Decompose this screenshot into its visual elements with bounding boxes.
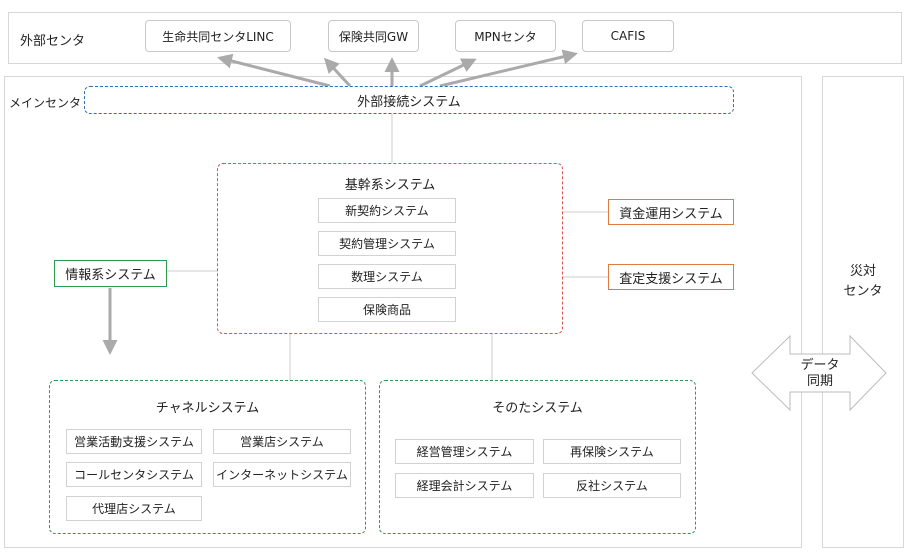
reinsurance-system: 再保険システム bbox=[543, 439, 681, 464]
arrow-to-insurance-gw bbox=[323, 57, 352, 88]
arrow-to-linc bbox=[217, 53, 331, 88]
arrow-to-cafis bbox=[439, 49, 578, 88]
external-center-label: 外部センタ bbox=[20, 34, 86, 49]
disaster-center-label: 災対 センタ bbox=[822, 262, 904, 302]
business-management-system: 経営管理システム bbox=[395, 439, 534, 464]
information-system: 情報系システム bbox=[54, 260, 167, 287]
mpn-center-box: MPNセンタ bbox=[455, 20, 556, 52]
data-sync-line1: データ bbox=[800, 358, 840, 373]
actuarial-system: 数理システム bbox=[318, 264, 456, 289]
insurance-gw-box: 保険共同GW bbox=[328, 20, 419, 52]
channel-system-title: チャネルシステム bbox=[155, 401, 260, 416]
other-system-title: そのたシステム bbox=[492, 401, 583, 416]
arrow-to-mpn-center bbox=[419, 58, 477, 88]
sales-activity-support-system: 営業活動支援システム bbox=[66, 429, 202, 454]
internet-system: インターネットシステム bbox=[213, 462, 351, 487]
anti-social-check-system: 反社システム bbox=[543, 473, 681, 498]
claim-assessment-system: 査定支援システム bbox=[608, 264, 734, 290]
call-center-system: コールセンタシステム bbox=[66, 462, 202, 487]
core-system-title: 基幹系システム bbox=[344, 178, 436, 193]
insurance-products: 保険商品 bbox=[318, 297, 456, 322]
disaster-center-panel bbox=[822, 76, 904, 548]
main-center-label: メインセンタ bbox=[9, 96, 82, 110]
other-system-group bbox=[379, 380, 696, 534]
disaster-center-line1: 災対 bbox=[849, 264, 876, 279]
contract-management-system: 契約管理システム bbox=[318, 231, 456, 256]
external-connection-system: 外部接続システム bbox=[84, 86, 734, 114]
data-sync-arrow bbox=[751, 334, 887, 412]
linc-box: 生命共同センタLINC bbox=[145, 20, 291, 52]
channel-system-group bbox=[49, 380, 366, 534]
disaster-center-line2: センタ bbox=[843, 284, 883, 299]
branch-system: 営業店システム bbox=[213, 429, 351, 454]
agency-system: 代理店システム bbox=[66, 496, 202, 521]
data-sync-label: データ 同期 bbox=[790, 358, 850, 390]
data-sync-line2: 同期 bbox=[806, 374, 833, 389]
core-system-group bbox=[217, 163, 563, 334]
fund-management-system: 資金運用システム bbox=[608, 199, 734, 225]
cafis-box: CAFIS bbox=[582, 20, 674, 52]
new-contract-system: 新契約システム bbox=[318, 198, 456, 223]
accounting-system: 経理会計システム bbox=[395, 473, 534, 498]
